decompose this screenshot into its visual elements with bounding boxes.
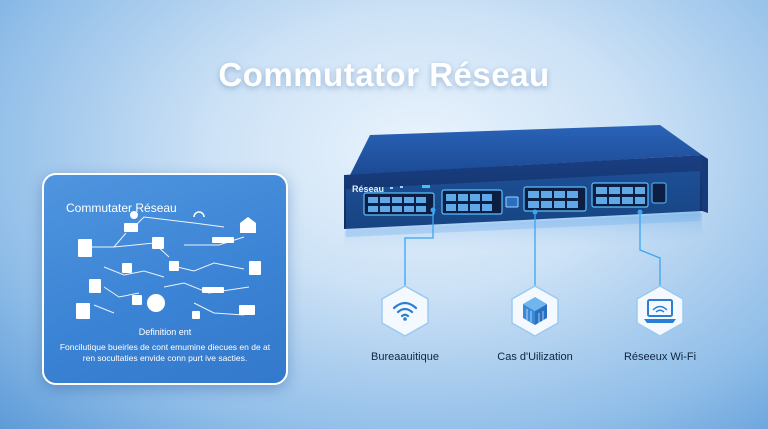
port-bank-3 — [523, 186, 587, 212]
pie-chart-icon — [147, 294, 165, 312]
wifi-icon — [392, 301, 418, 318]
user-icon — [130, 211, 138, 219]
cube-small-icon — [122, 263, 132, 273]
cube-icon — [523, 297, 547, 325]
lock-icon — [192, 311, 200, 319]
cube-hex — [508, 284, 562, 338]
card-description: Foncilutique bueirles de cont emumine di… — [59, 342, 271, 363]
document-icon — [152, 237, 164, 249]
wifi-small-icon — [193, 211, 205, 218]
port-bank-1 — [363, 192, 435, 216]
laptop-small-icon — [239, 305, 255, 315]
phone-icon — [249, 261, 261, 275]
server-icon — [89, 279, 101, 293]
use-label-bureautique: Bureaauitique — [371, 351, 439, 363]
definition-card: Commutater Réseau — [42, 173, 288, 385]
use-label-reseaux-wifi: Réseeux Wi-Fi — [623, 351, 697, 363]
laptop-wifi-icon — [644, 299, 676, 323]
tower-icon — [76, 303, 90, 319]
switch-small-icon — [202, 287, 224, 293]
wifi-hex — [378, 284, 432, 338]
port-bank-4 — [591, 182, 649, 208]
router-icon — [212, 237, 234, 243]
sfp-port — [651, 182, 667, 204]
status-leds — [390, 185, 430, 189]
monitor-icon — [124, 223, 138, 232]
network-switch: Réseau — [330, 125, 720, 255]
use-label-cas-utilisation: Cas d'Uilization — [497, 351, 573, 363]
card-title: Commutater Réseau — [66, 201, 177, 215]
port-bank-2 — [441, 189, 503, 215]
console-port — [505, 196, 519, 208]
switch-brand-label: Réseau — [352, 184, 385, 194]
building-icon — [78, 239, 92, 257]
person-icon — [132, 295, 142, 305]
house-icon — [240, 217, 256, 233]
network-diagram — [76, 211, 261, 319]
card-subtitle: Definition ent — [138, 327, 192, 337]
laptop-hex — [633, 284, 687, 338]
page-title: Commutator Réseau — [218, 56, 550, 93]
cloud-icon — [169, 261, 179, 271]
